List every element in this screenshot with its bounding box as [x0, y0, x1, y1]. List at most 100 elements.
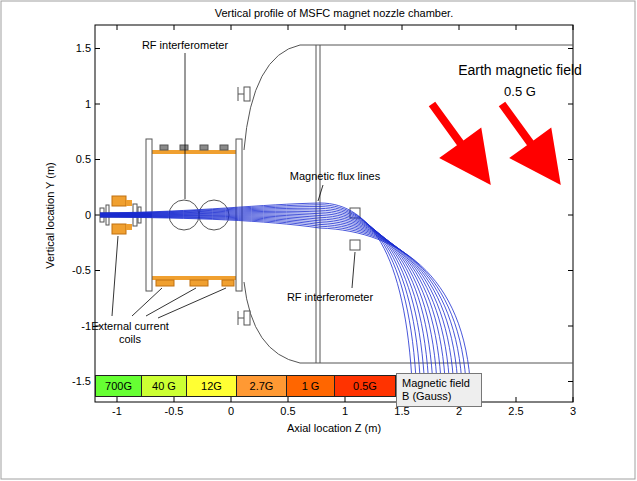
axis-tick — [117, 25, 118, 30]
legend-swatch: 12G — [186, 375, 237, 397]
flux-line — [100, 203, 413, 402]
axis-tick — [288, 397, 289, 402]
legend-text: 12G — [201, 380, 222, 392]
legend-text: 0.5G — [353, 380, 377, 392]
tick-label: 0 — [228, 405, 234, 418]
field-label: Earth magnetic field — [458, 62, 582, 79]
tick-label: 1 — [342, 405, 348, 418]
axis-tick — [95, 48, 100, 49]
axis-tick — [568, 215, 573, 216]
red-arrow — [481, 89, 582, 200]
axis-ticks — [95, 25, 573, 402]
callout-label: Magnetic flux lines — [290, 170, 381, 183]
legend-text: 1 G — [302, 380, 320, 392]
coil — [126, 224, 132, 230]
field-value: 0.5 G — [504, 84, 536, 100]
axis-tick — [231, 397, 232, 402]
tick-label: -0.5 — [72, 264, 91, 277]
axis-tick — [573, 397, 574, 402]
axis-tick — [568, 159, 573, 160]
axis-tick — [231, 25, 232, 30]
port — [238, 94, 244, 95]
tank-flange — [320, 45, 321, 363]
axis-tick — [568, 381, 573, 382]
tick-label: -1 — [112, 405, 122, 418]
tick-label: -0.5 — [165, 405, 184, 418]
legend-text: 700G — [105, 380, 132, 392]
coil — [112, 224, 126, 234]
legend-text: 2.7G — [250, 380, 274, 392]
coil — [156, 280, 174, 286]
chamber — [100, 45, 573, 363]
leader-line — [146, 288, 196, 316]
axis-tick — [95, 270, 100, 271]
coil — [222, 280, 234, 286]
callout-label: RF interferometer — [287, 291, 373, 304]
port — [238, 318, 244, 319]
legend-swatch: 40 G — [141, 375, 187, 397]
axis-tick — [117, 397, 118, 402]
tick-label: -1 — [81, 320, 91, 333]
coil — [126, 200, 132, 206]
axis-tick — [288, 25, 289, 30]
coil — [112, 196, 126, 206]
tank-flange — [316, 45, 317, 363]
axis-tick — [345, 397, 346, 402]
axes-box — [95, 25, 573, 402]
port-tab — [220, 145, 228, 150]
coil — [152, 150, 236, 154]
port-tab — [200, 145, 208, 150]
legend-swatch: 700G — [95, 375, 142, 397]
axis-tick — [516, 25, 517, 30]
axis-tick — [345, 25, 346, 30]
axis-tick — [568, 270, 573, 271]
leader-line — [158, 288, 226, 318]
leader-line — [318, 185, 323, 201]
leader-line — [185, 53, 186, 199]
axis-tick — [568, 104, 573, 105]
tank-wall — [244, 282, 573, 363]
legend-swatch: 0.5G — [334, 375, 396, 397]
legend-swatch: 1 G — [286, 375, 335, 397]
tick-label: -1.5 — [72, 375, 91, 388]
axis-tick — [568, 48, 573, 49]
tick-label: 0.5 — [76, 153, 91, 166]
axis-tick — [459, 25, 460, 30]
callout-label: RF interferometer — [142, 39, 228, 52]
leader-lines — [112, 53, 355, 318]
axis-tick — [573, 25, 574, 30]
axis-tick — [95, 159, 100, 160]
axis-tick — [174, 397, 175, 402]
port-tab — [180, 145, 188, 150]
axis-label: Axial location Z (m) — [287, 422, 381, 435]
axis-tick — [516, 397, 517, 402]
axis-tick — [95, 104, 100, 105]
axis-tick — [174, 25, 175, 30]
leader-line — [352, 252, 355, 288]
legend-swatch: 2.7G — [236, 375, 287, 397]
tick-label: 3 — [570, 405, 576, 418]
axis-tick — [95, 215, 100, 216]
leader-line — [112, 236, 118, 316]
coil — [190, 280, 208, 286]
axis-tick — [568, 326, 573, 327]
axis-label: Vertical location Y (m) — [44, 162, 57, 269]
earth-field-arrows — [411, 89, 582, 200]
legend-text: 40 G — [152, 380, 176, 392]
tick-label: 0 — [85, 209, 91, 222]
rf-interferometer-port — [350, 240, 360, 250]
legend-title-box: Magnetic field B (Gauss) — [396, 373, 482, 407]
tick-label: 1.5 — [76, 42, 91, 55]
red-arrow — [411, 89, 512, 200]
figure-title: Vertical profile of MSFC magnet nozzle c… — [215, 7, 453, 20]
flux-line — [100, 215, 446, 402]
tick-label: 1 — [85, 98, 91, 111]
callout-label: External current coils — [84, 320, 176, 346]
tick-label: 2.5 — [508, 405, 523, 418]
tick-label: 0.5 — [280, 405, 295, 418]
coil — [152, 276, 236, 280]
axis-tick — [402, 25, 403, 30]
box-text: Magnetic field B (Gauss) — [402, 377, 476, 403]
